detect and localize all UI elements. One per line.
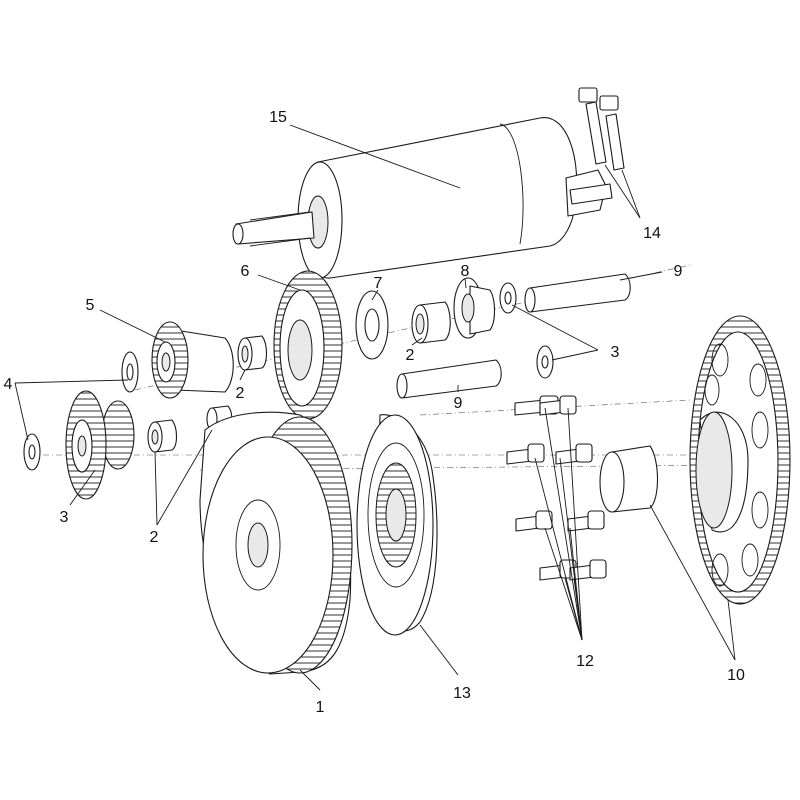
needle-bearing-lower (147, 419, 178, 453)
screw-6 (567, 510, 605, 532)
callout-2-middle: 2 (236, 385, 245, 402)
callout-15: 15 (269, 109, 287, 126)
callout-10: 10 (727, 667, 745, 684)
callout-4: 4 (4, 376, 13, 393)
callout-9-lower: 9 (454, 395, 463, 412)
clutch-screws (506, 395, 607, 581)
screw-4 (555, 443, 593, 465)
starter-ring-gear (689, 315, 791, 605)
intermediate-gear (273, 270, 343, 420)
callout-14: 14 (643, 225, 661, 242)
mounting-bolts (578, 87, 625, 171)
callout-5: 5 (86, 297, 95, 314)
callout-6: 6 (241, 263, 250, 280)
washer-3-lower (536, 345, 554, 379)
callout-labels: 15 14 6 7 8 9 5 3 2 2 4 9 3 2 12 10 13 1 (4, 109, 745, 716)
flywheel-rotor (199, 411, 353, 675)
double-gear-5 (151, 321, 234, 399)
double-gear-3 (65, 390, 135, 500)
sleeve-10 (599, 445, 658, 513)
callout-2-lower: 2 (150, 529, 159, 546)
needle-bearing-upper (411, 301, 451, 344)
screw-3 (506, 443, 545, 465)
leader-lines (14, 124, 736, 691)
callout-12: 12 (576, 653, 594, 670)
screw-5 (515, 510, 553, 532)
washer-4-lower (23, 433, 41, 471)
washer-3-upper (499, 282, 517, 314)
callout-3-lower: 3 (60, 509, 69, 526)
washer-4-upper (121, 351, 139, 393)
callout-3-upper: 3 (611, 344, 620, 361)
callout-1: 1 (316, 699, 325, 716)
starter-motor (232, 117, 613, 279)
callout-13: 13 (453, 685, 471, 702)
callout-8: 8 (461, 263, 470, 280)
shaft-9-upper (524, 273, 631, 313)
callout-2-upper: 2 (406, 347, 415, 364)
bushing-8 (453, 277, 496, 339)
shaft-9-lower (396, 359, 502, 399)
screw-8 (569, 559, 607, 581)
callout-9-upper: 9 (674, 263, 683, 280)
freewheel-clutch (356, 414, 438, 636)
callout-7: 7 (374, 275, 383, 292)
washer-7 (355, 290, 389, 360)
needle-bearing-mid (237, 335, 268, 371)
